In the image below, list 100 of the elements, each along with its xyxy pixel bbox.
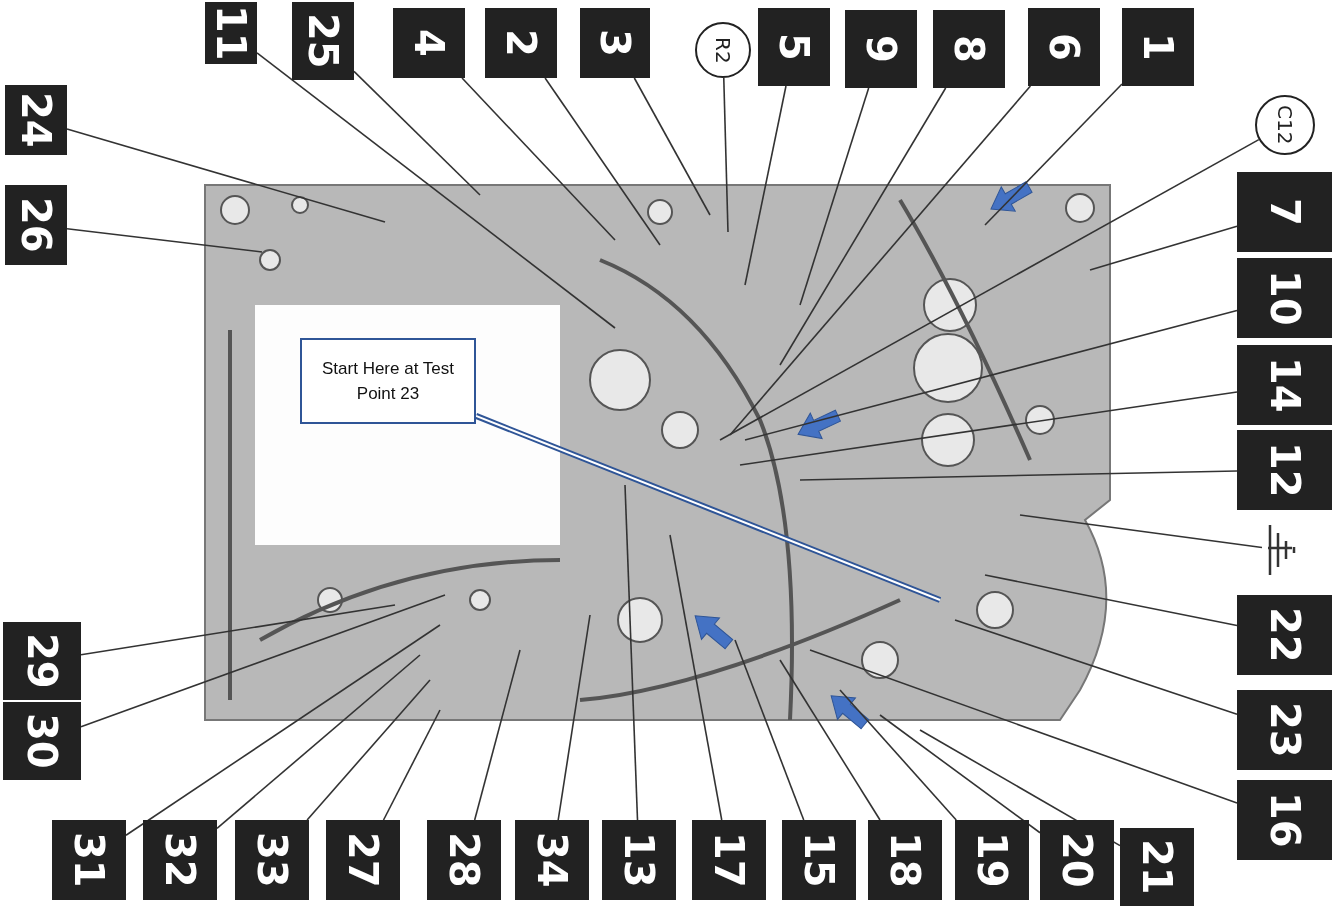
leader-line	[306, 679, 431, 821]
leader-line	[799, 87, 870, 306]
callout-number: 27	[343, 832, 383, 888]
callout-number: 25	[303, 13, 343, 69]
callout-tag	[580, 8, 650, 78]
callout-number: 1	[1138, 33, 1178, 61]
leader-line	[473, 649, 521, 821]
callout-tag	[1237, 595, 1332, 675]
leader-line	[80, 594, 446, 728]
leader-line	[633, 77, 711, 216]
leader-line	[984, 574, 1238, 627]
callout-number: 29	[22, 633, 62, 689]
callout-number: 9	[861, 35, 901, 63]
leader-line	[954, 619, 1238, 715]
callout-tag	[326, 820, 400, 900]
callout-tag	[393, 8, 465, 78]
leader-line	[879, 714, 1041, 834]
callout-tag	[602, 820, 676, 900]
callout-tag	[1237, 780, 1332, 860]
callout-tag	[1237, 690, 1332, 770]
leader-line	[66, 227, 263, 253]
callout-number: 8	[949, 35, 989, 63]
callout-tag	[485, 8, 557, 78]
callout-number: 24	[16, 92, 56, 148]
callout-tag	[845, 10, 917, 88]
leader-line	[80, 604, 396, 656]
leader-line	[1089, 225, 1238, 271]
callout-tag	[1237, 172, 1332, 252]
callout-tag	[5, 85, 67, 155]
callout-number: 17	[709, 832, 749, 888]
leader-line	[779, 659, 881, 821]
callout-tag	[1237, 345, 1332, 425]
callout-number: 18	[885, 832, 925, 888]
callout-number: 3	[595, 29, 635, 57]
callout-tag	[782, 820, 856, 900]
leader-line	[353, 70, 481, 196]
callout-number: 2	[501, 29, 541, 57]
leader-line	[256, 52, 616, 329]
callout-number: 26	[16, 197, 56, 253]
leader-line	[557, 614, 591, 821]
leader-line	[382, 709, 441, 821]
callout-number: 21	[1137, 839, 1177, 895]
leader-line	[216, 654, 421, 830]
leader-line	[1019, 514, 1263, 549]
callout-tag	[1122, 8, 1194, 86]
callout-number: 23	[1264, 702, 1305, 758]
component-circle	[695, 22, 751, 78]
callout-number: 34	[532, 832, 572, 888]
callout-number: 19	[972, 832, 1012, 888]
leader-line	[722, 77, 729, 233]
callout-number: 11	[211, 5, 251, 61]
callout-tag	[3, 702, 81, 780]
callout-tag	[1028, 8, 1100, 86]
leader-line	[624, 484, 639, 821]
callout-number: 13	[619, 832, 659, 888]
leader-line	[461, 77, 616, 241]
leader-line	[669, 534, 723, 821]
callout-number: 32	[160, 832, 200, 888]
callout-tag	[515, 820, 589, 900]
leader-line	[739, 391, 1238, 466]
callout-tag	[5, 185, 67, 265]
callout-number: 14	[1264, 357, 1305, 413]
leader-line	[125, 624, 441, 837]
callout-tag	[143, 820, 217, 900]
callout-tag	[1040, 820, 1114, 900]
callout-number: 4	[409, 29, 449, 57]
leader-line	[744, 85, 787, 286]
component-designator: R2	[713, 36, 733, 64]
leader-line	[799, 470, 1238, 481]
note-text: Start Here at Test Point 23	[321, 357, 455, 405]
leader-line	[744, 309, 1238, 441]
leader-line	[809, 649, 1238, 804]
callout-number: 22	[1264, 607, 1305, 663]
component-circle	[1255, 95, 1315, 155]
leader-line	[719, 138, 1260, 441]
callout-tag	[1237, 430, 1332, 510]
callout-number: 12	[1264, 442, 1305, 498]
callout-number: 5	[774, 33, 814, 61]
component-designator: C12	[1275, 105, 1295, 145]
callout-number: 15	[799, 832, 839, 888]
callout-number: 16	[1264, 792, 1305, 848]
leader-line	[734, 639, 805, 821]
callout-number: 30	[22, 713, 62, 769]
callout-number: 7	[1264, 198, 1305, 226]
leader-line	[544, 77, 661, 246]
callout-tag	[955, 820, 1029, 900]
callout-tag	[933, 10, 1005, 88]
leader-line	[984, 83, 1123, 226]
callout-tag	[1120, 828, 1194, 906]
callout-tag	[692, 820, 766, 900]
callout-number: 33	[252, 832, 292, 888]
callout-number: 31	[69, 832, 109, 888]
leader-line	[66, 128, 386, 223]
callout-tag	[427, 820, 501, 900]
callout-tag	[52, 820, 126, 900]
leader-line	[779, 87, 947, 366]
note-box	[300, 338, 476, 424]
leader-line	[729, 85, 1032, 436]
callout-tag	[3, 622, 81, 700]
callout-tag	[1237, 258, 1332, 338]
